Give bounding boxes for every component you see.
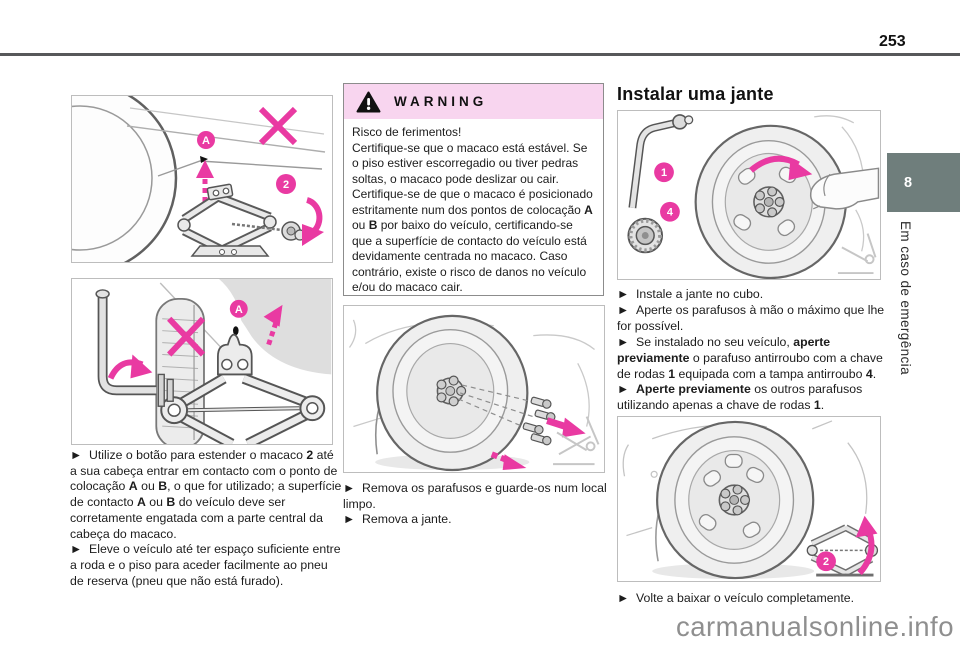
- lower-vehicle-drawing: 2: [622, 420, 879, 580]
- install-wheel-drawing: 1 4: [627, 114, 880, 279]
- warning-box: WARNING Risco de ferimentos! Certifique-…: [343, 83, 604, 296]
- chapter-tab: 8: [887, 153, 960, 212]
- chapter-tab-number: 8: [904, 174, 913, 191]
- header-rule: [0, 53, 960, 56]
- crank-handle: [95, 289, 174, 407]
- svg-text:1: 1: [661, 167, 667, 179]
- bullet-item: ► Eleve o veículo até ter espaço suficie…: [70, 542, 341, 588]
- remove-bolts-drawing: [348, 314, 600, 472]
- warning-triangle-icon: [356, 91, 381, 112]
- hand: [809, 167, 880, 210]
- bullet-item: ► Volte a baixar o veículo completamente…: [617, 591, 855, 605]
- faint-jack: [553, 416, 600, 466]
- bullet-item: ► Remova os parafusos e guarde-os num lo…: [343, 481, 607, 511]
- svg-text:A: A: [235, 304, 243, 316]
- bullet-item: ► Instale a jante no cubo.: [617, 287, 764, 301]
- closing-instruction: ► Volte a baixar o veículo completamente…: [617, 591, 885, 607]
- svg-text:A: A: [202, 135, 210, 147]
- jacking-point-mark: [233, 326, 239, 336]
- rotate-arrow-icon: [302, 197, 324, 246]
- bolt-leader-lines: [457, 384, 538, 430]
- wheel: [656, 420, 815, 580]
- right-instructions: ► Instale a jante no cubo. ► Aperte os p…: [617, 287, 885, 414]
- chapter-side-label: Em caso de emergência: [898, 221, 913, 375]
- middle-instructions: ► Remova os parafusos e guarde-os num lo…: [343, 481, 609, 528]
- illustration-jack-crank: A: [71, 278, 333, 445]
- arrow-up-dashed: [263, 304, 283, 346]
- car-sill-lines: [126, 107, 326, 177]
- scissor-jack: [177, 183, 306, 257]
- warning-title: WARNING: [394, 94, 488, 109]
- arrow-up-dashed: [196, 160, 214, 202]
- callout-badge-2: 2: [816, 551, 836, 572]
- bullet-item: ► Remova a jante.: [343, 512, 452, 527]
- callout-badge-4: 4: [660, 201, 680, 222]
- anti-theft-cap: [627, 217, 664, 254]
- callout-badge-a: A: [197, 131, 215, 149]
- svg-text:2: 2: [823, 556, 829, 568]
- callout-badge-2: 2: [276, 174, 296, 194]
- bullet-item: ► Utilize o botão para estender o macaco…: [70, 448, 342, 541]
- callout-badge-a: A: [229, 299, 248, 318]
- arrow-down-dashed: [490, 451, 527, 471]
- x-mark-icon: [167, 316, 206, 357]
- warning-paragraph: Certifique-se de que o macaco é posicion…: [352, 187, 593, 294]
- left-instructions: ► Utilize o botão para estender o macaco…: [70, 448, 342, 589]
- bullet-item: ► Aperte os parafusos à mão o máximo que…: [617, 302, 885, 333]
- bullet-item: ► Se instalado no seu veículo, aperte pr…: [617, 334, 883, 381]
- spare-wheel: [72, 96, 178, 262]
- arrow-right-icon: [546, 417, 586, 438]
- wheel-wrench: [628, 114, 694, 209]
- arrow-up-curved-icon: [855, 515, 878, 576]
- warning-header: WARNING: [344, 84, 603, 119]
- watermark: carmanualsonline.info: [675, 611, 954, 642]
- illustration-remove-bolts: [343, 305, 605, 473]
- jack-placement-drawing: A 2: [72, 96, 326, 262]
- faint-jack: [837, 233, 877, 275]
- rotate-arrow-icon: [107, 354, 153, 380]
- illustration-lower-vehicle: 2: [617, 416, 881, 582]
- page-number: 253: [879, 33, 906, 50]
- wheel: [376, 314, 529, 472]
- warning-body: Risco de ferimentos! Certifique-se que o…: [344, 119, 603, 296]
- jack-crank-drawing: A: [95, 279, 332, 444]
- bullet-item: ► Aperte previamente os outros parafusos…: [617, 382, 863, 413]
- scissor-jack: [160, 333, 326, 444]
- svg-text:4: 4: [667, 207, 673, 219]
- illustration-jack-placement: A 2: [71, 95, 333, 263]
- warning-paragraph: Risco de ferimentos!: [352, 125, 462, 139]
- warning-paragraph: Certifique-se que o macaco está estável.…: [352, 140, 588, 186]
- removed-bolts: [522, 396, 556, 446]
- svg-text:2: 2: [283, 179, 289, 191]
- rotate-arrow-icon: [749, 155, 813, 181]
- jacking-point-mark: [200, 156, 208, 163]
- section-heading: Instalar uma jante: [617, 84, 774, 104]
- x-mark-icon: [258, 106, 298, 146]
- illustration-install-wheel: 1 4: [617, 110, 881, 280]
- callout-badge-1: 1: [654, 162, 674, 183]
